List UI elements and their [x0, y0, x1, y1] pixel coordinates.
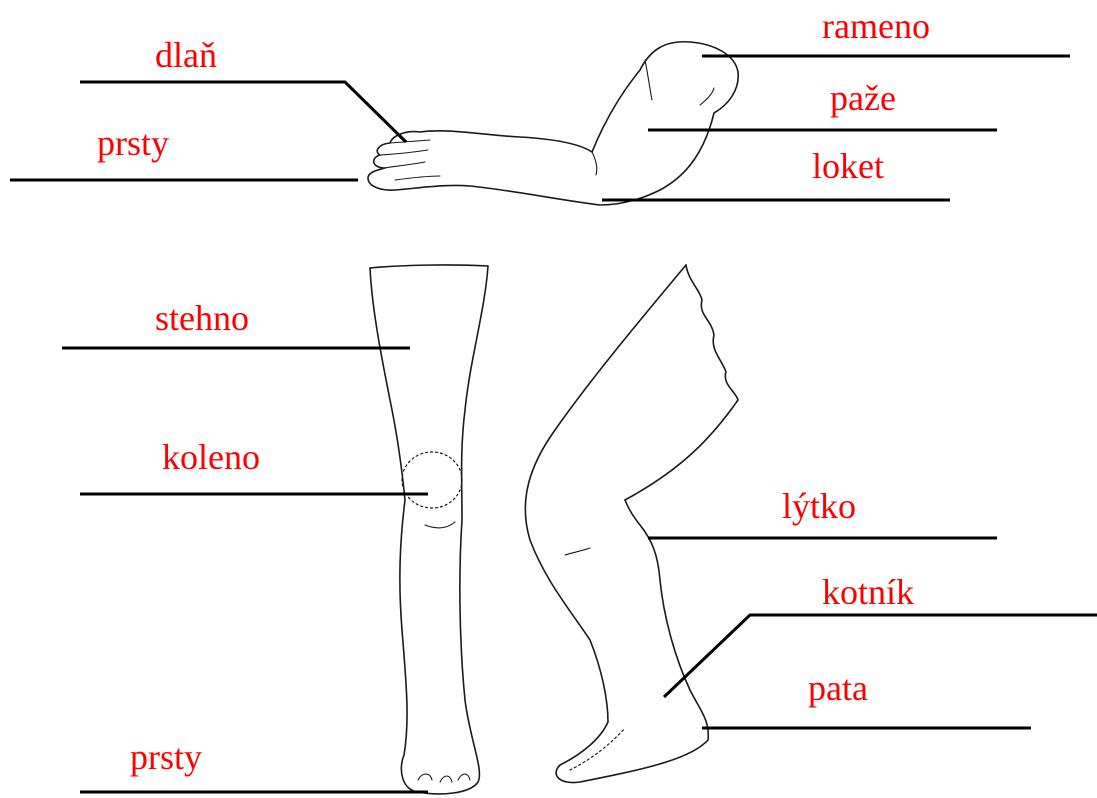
label-lytko: lýtko	[782, 486, 856, 526]
label-loket: loket	[812, 146, 884, 186]
label-rameno: rameno	[822, 6, 930, 46]
label-stehno: stehno	[155, 298, 249, 338]
label-koleno: koleno	[162, 437, 260, 477]
label-prsty-hand: prsty	[97, 123, 169, 163]
label-paze: paže	[830, 78, 896, 118]
label-kotnik: kotník	[822, 572, 914, 612]
label-pata: pata	[808, 668, 868, 708]
label-dlan: dlaň	[155, 35, 217, 75]
label-prsty-foot: prsty	[130, 737, 202, 777]
leader-line-kotnik	[664, 615, 1097, 697]
